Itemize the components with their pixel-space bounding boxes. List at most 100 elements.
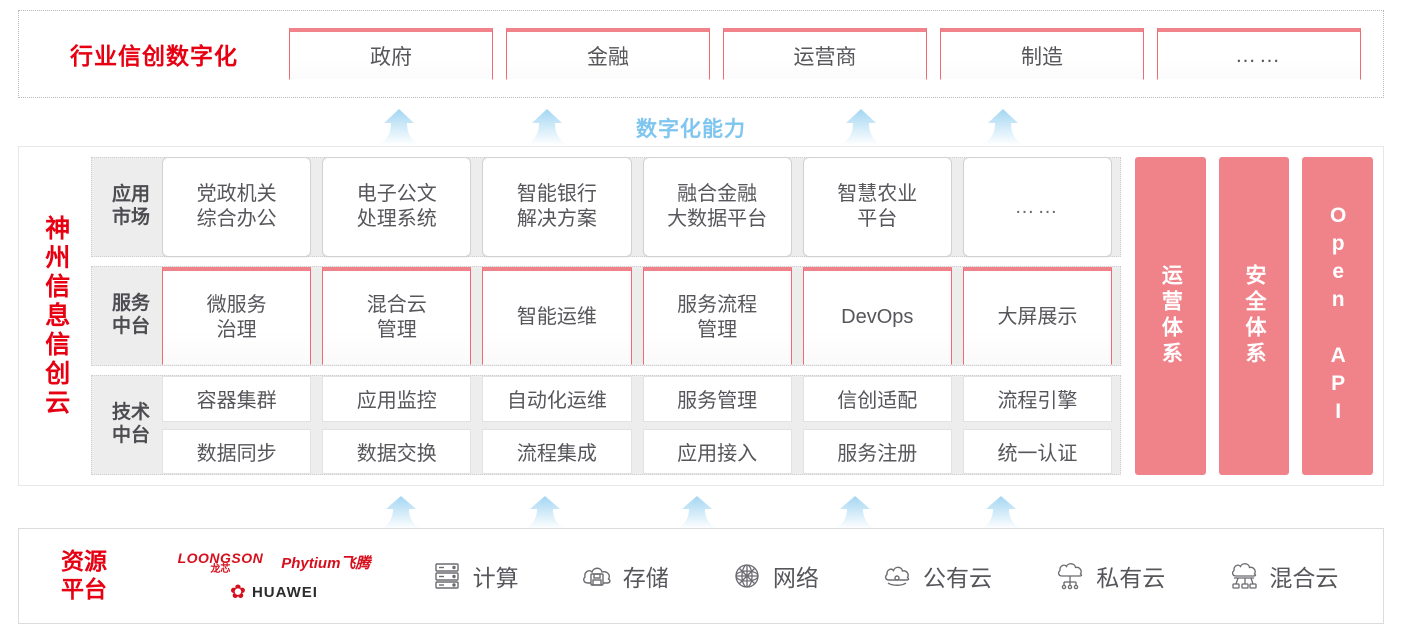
resource-item-list: 计算 存储 xyxy=(399,559,1383,593)
service-cell-service-process-mgmt[interactable]: 服务流程 管理 xyxy=(642,267,792,365)
resource-item-network[interactable]: 网络 xyxy=(730,559,819,593)
service-cell-microservice-governance[interactable]: 微服务 治理 xyxy=(162,267,312,365)
layer-label-tech-platform: 技术 中台 xyxy=(100,402,162,448)
tech-cell-service-mgmt[interactable]: 服务管理 xyxy=(642,376,792,422)
resource-item-public-cloud[interactable]: 公有云 xyxy=(880,559,992,593)
cell-line1: 智能运维 xyxy=(516,306,597,328)
network-icon xyxy=(730,559,764,593)
up-arrow-icon xyxy=(674,492,720,530)
cell-line1: 融合金融 xyxy=(677,183,758,205)
loongson-logo: LOONGSON 龙芯 xyxy=(178,551,264,575)
vendor-logo-group: LOONGSON 龙芯 Phytium飞腾 ✿ HUAWEI xyxy=(149,551,399,602)
cloud-storage-icon xyxy=(580,559,614,593)
industry-box-finance[interactable]: 金融 xyxy=(506,28,710,80)
phytium-logo: Phytium飞腾 xyxy=(281,555,371,572)
app-cell-more[interactable]: …… xyxy=(962,157,1113,257)
cloud-layer-list: 应用 市场 党政机关 综合办公 电子公文 处理系统 xyxy=(91,147,1129,485)
industry-box-manufacturing[interactable]: 制造 xyxy=(940,28,1144,80)
private-cloud-icon xyxy=(1053,559,1087,593)
resource-item-storage[interactable]: 存储 xyxy=(580,559,669,593)
vendor-logo-row-2: ✿ HUAWEI xyxy=(230,583,318,602)
layer-label-line2: 市场 xyxy=(111,207,150,228)
tech-row-1: 容器集群 应用监控 自动化运维 服务管理 信创适配 流程引擎 xyxy=(162,376,1113,422)
resource-item-hybrid-cloud[interactable]: 混合云 xyxy=(1226,559,1338,593)
tech-cell-xinchuang-adaptation[interactable]: 信创适配 xyxy=(802,376,952,422)
layer-label-line1: 技术 xyxy=(111,402,150,424)
up-arrow-icon xyxy=(980,108,1026,146)
up-arrow-icon xyxy=(522,492,568,530)
app-cell-government-office[interactable]: 党政机关 综合办公 xyxy=(162,157,312,257)
pillar-operations-system[interactable]: 运营体系 xyxy=(1135,157,1206,475)
up-arrow-icon xyxy=(376,108,422,146)
cell-line2: 平台 xyxy=(857,208,898,230)
app-cell-smart-agriculture[interactable]: 智慧农业 平台 xyxy=(802,157,952,257)
service-cell-hybrid-cloud-mgmt[interactable]: 混合云 管理 xyxy=(322,267,472,365)
service-cell-dashboard[interactable]: 大屏展示 xyxy=(962,267,1113,365)
public-cloud-icon xyxy=(880,559,914,593)
cell-line2: 管理 xyxy=(697,318,738,341)
pillar-label: 运营体系 xyxy=(1159,264,1183,368)
huawei-flower-icon: ✿ xyxy=(230,581,246,603)
cell-line1: 大屏展示 xyxy=(997,306,1078,328)
cloud-platform-block: 神州信息信创云 应用 市场 党政机关 综合办公 电子公文 处理系统 xyxy=(18,146,1384,486)
industry-box-more[interactable]: …… xyxy=(1157,28,1361,80)
pillar-open-api[interactable]: Open API xyxy=(1302,157,1374,475)
service-cell-devops[interactable]: DevOps xyxy=(802,267,952,365)
service-cell-smart-ops[interactable]: 智能运维 xyxy=(482,267,632,365)
tech-cell-service-registry[interactable]: 服务注册 xyxy=(802,428,952,474)
resource-item-label: 计算 xyxy=(472,565,519,591)
industry-box-government[interactable]: 政府 xyxy=(289,28,493,80)
server-icon xyxy=(430,559,464,593)
industry-band: 行业信创数字化 政府 金融 运营商 制造 …… xyxy=(18,10,1384,98)
cross-cutting-pillars: 运营体系 安全体系 Open API xyxy=(1129,147,1383,485)
tech-cell-process-engine[interactable]: 流程引擎 xyxy=(962,376,1113,422)
layer-label-line1: 服务 xyxy=(111,293,150,315)
app-market-cells: 党政机关 综合办公 电子公文 处理系统 智能银行 解决方案 xyxy=(162,151,1113,263)
cloud-platform-title: 神州信息信创云 xyxy=(41,214,70,418)
tech-row-2: 数据同步 数据交换 流程集成 应用接入 服务注册 统一认证 xyxy=(162,428,1113,474)
tech-cell-process-integration[interactable]: 流程集成 xyxy=(482,428,632,474)
pillar-label: 安全体系 xyxy=(1243,264,1266,368)
cell-line1: DevOps xyxy=(841,306,914,328)
layer-label-line2: 中台 xyxy=(111,316,150,337)
cell-line1: 微服务 xyxy=(206,293,267,316)
cell-line2: 解决方案 xyxy=(516,208,597,230)
tech-cell-data-exchange[interactable]: 数据交换 xyxy=(322,428,472,474)
vendor-logo-row-1: LOONGSON 龙芯 Phytium飞腾 xyxy=(178,551,371,575)
resource-flow xyxy=(0,490,1402,530)
resource-item-private-cloud[interactable]: 私有云 xyxy=(1053,559,1165,593)
up-arrow-icon xyxy=(978,492,1024,530)
app-cell-smart-bank[interactable]: 智能银行 解决方案 xyxy=(482,157,632,257)
cell-line2: 处理系统 xyxy=(356,208,437,230)
layer-label-line1: 应用 xyxy=(111,184,150,206)
cell-line2: 综合办公 xyxy=(196,208,277,230)
layer-label-service-platform: 服务 中台 xyxy=(100,293,162,339)
industry-box-telecom[interactable]: 运营商 xyxy=(723,28,927,80)
resource-platform-band: 资源 平台 LOONGSON 龙芯 Phytium飞腾 ✿ HUAWEI xyxy=(18,528,1384,624)
tech-cell-automation-ops[interactable]: 自动化运维 xyxy=(482,376,632,422)
huawei-logo: ✿ HUAWEI xyxy=(230,583,318,602)
cell-line1: 党政机关 xyxy=(196,183,277,205)
layer-label-line2: 中台 xyxy=(111,425,150,446)
resource-item-label: 网络 xyxy=(772,565,819,591)
cell-line1: 混合云 xyxy=(366,293,427,316)
app-cell-finance-bigdata[interactable]: 融合金融 大数据平台 xyxy=(642,157,792,257)
tech-cell-unified-auth[interactable]: 统一认证 xyxy=(962,428,1113,474)
pillar-label: Open API xyxy=(1326,204,1350,428)
resource-item-compute[interactable]: 计算 xyxy=(430,559,519,593)
up-arrow-icon xyxy=(524,108,570,146)
tech-platform-cells: 容器集群 应用监控 自动化运维 服务管理 信创适配 流程引擎 数据同步 数据交换… xyxy=(162,369,1113,481)
up-arrow-icon xyxy=(838,108,884,146)
loongson-logo-cn: 龙芯 xyxy=(210,563,231,575)
tech-cell-app-monitoring[interactable]: 应用监控 xyxy=(322,376,472,422)
layer-tech-platform: 技术 中台 容器集群 应用监控 自动化运维 服务管理 信创适配 流程引擎 数据同… xyxy=(91,375,1121,475)
tech-cell-data-sync[interactable]: 数据同步 xyxy=(162,428,312,474)
tech-cell-container-cluster[interactable]: 容器集群 xyxy=(162,376,312,422)
up-arrow-icon xyxy=(378,492,424,530)
cell-line2: 大数据平台 xyxy=(667,208,768,230)
tech-cell-app-access[interactable]: 应用接入 xyxy=(642,428,792,474)
resource-item-label: 公有云 xyxy=(923,565,993,591)
pillar-security-system[interactable]: 安全体系 xyxy=(1218,157,1290,475)
cell-line1: 电子公文 xyxy=(356,183,437,205)
app-cell-edoc-system[interactable]: 电子公文 处理系统 xyxy=(322,157,472,257)
